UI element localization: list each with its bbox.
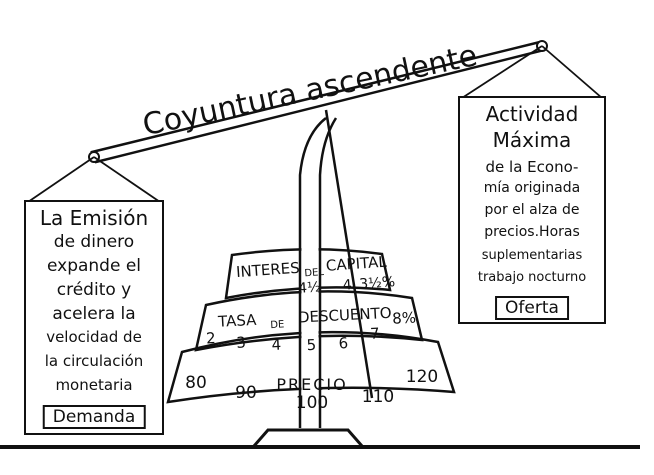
scale-pointer: [324, 109, 374, 399]
interest-tick: 4½: [298, 279, 322, 297]
interest-label-small: DEL: [304, 267, 325, 279]
interest-label-main1: INTERES: [235, 259, 300, 281]
beam-label: Coyuntura ascendente: [140, 38, 481, 143]
discount-tick: 4: [271, 336, 281, 354]
left-string-b: [93, 156, 161, 203]
left-panel-line: crédito y: [56, 280, 132, 300]
interest-tick: 4: [342, 277, 352, 294]
right-panel-line: mía originada: [483, 180, 581, 196]
discount-tick: 6: [338, 334, 348, 352]
price-tick: 80: [185, 373, 207, 393]
discount-label-main2: DESCUENTO: [297, 304, 391, 327]
right-panel-line: de la Econo-: [485, 158, 579, 176]
right-string-b: [541, 45, 603, 99]
scale-pillar: [298, 117, 327, 428]
interest-tick: 3½%: [359, 274, 396, 292]
left-panel-line: la circulación: [44, 352, 144, 370]
right-string-a: [461, 45, 543, 99]
left-panel-line: acelera la: [52, 304, 136, 324]
discount-tick: 5: [306, 336, 316, 354]
scale-pillar-right: [318, 117, 338, 428]
price-scale-labels: PRECIO 80 90 100 110 120: [185, 367, 438, 413]
discount-label-main1: TASA: [217, 311, 258, 331]
discount-scale-labels: TASA DE DESCUENTO 2 3 4 5 6 7 8%: [206, 304, 417, 354]
right-panel-line: Actividad: [485, 102, 579, 126]
right-panel-line: suplementarias: [481, 248, 583, 263]
price-tick: 120: [406, 367, 438, 387]
interest-label-main2: CAPITAL: [325, 253, 388, 275]
left-panel-line: monetaria: [55, 376, 133, 394]
price-tick: 90: [235, 383, 257, 403]
right-panel-line: precios.Horas: [484, 224, 580, 240]
price-scale-band: [166, 330, 456, 404]
price-tick: 110: [362, 387, 394, 407]
discount-tick: 8%: [392, 308, 417, 327]
left-string-a: [27, 156, 95, 203]
left-panel-line: expande el: [46, 256, 142, 276]
left-panel-demand: La Emisión de dinero expande el crédito …: [24, 200, 164, 435]
left-panel-line: de dinero: [53, 232, 135, 252]
right-panel-line: por el alza de: [484, 202, 580, 218]
interest-scale-labels: INTERES DEL CAPITAL 4½ 4 3½%: [235, 253, 396, 297]
scale-base: [252, 428, 364, 447]
price-label: PRECIO: [276, 375, 347, 394]
left-panel-line: velocidad de: [46, 328, 142, 346]
discount-tick: 3: [236, 333, 246, 351]
discount-label-small: DE: [270, 319, 285, 331]
discount-scale-band: [194, 290, 424, 352]
interest-scale-band: [224, 247, 392, 300]
discount-tick: 7: [370, 324, 380, 342]
pillar-gap-fill: [301, 175, 319, 428]
demand-tag: Demanda: [42, 405, 146, 429]
left-panel-line: La Emisión: [39, 206, 149, 230]
right-panel-supply: Actividad Máxima de la Econo- mía origin…: [458, 96, 606, 324]
right-panel-line: Máxima: [492, 128, 572, 152]
price-tick: 100: [296, 393, 328, 413]
supply-tag: Oferta: [495, 296, 569, 320]
discount-tick: 2: [206, 329, 216, 347]
right-panel-line: trabajo nocturno: [477, 270, 587, 285]
